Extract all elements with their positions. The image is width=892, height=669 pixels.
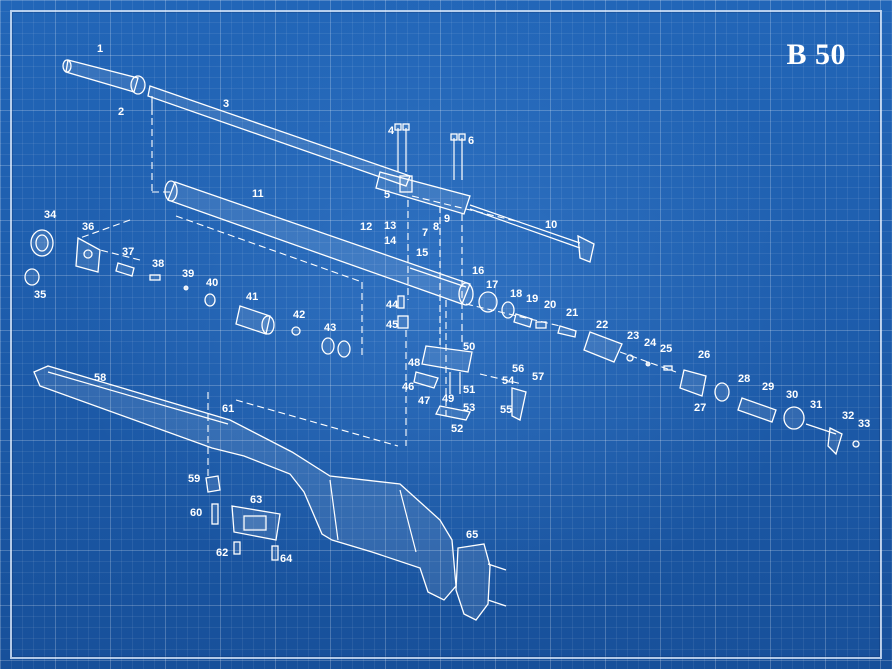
- label-part-49: 49: [442, 393, 454, 405]
- label-part-18: 18: [510, 288, 522, 300]
- label-part-17: 17: [486, 279, 498, 291]
- label-part-29: 29: [762, 381, 774, 393]
- label-part-59: 59: [188, 473, 200, 485]
- label-part-5: 5: [384, 189, 390, 201]
- label-part-13: 13: [384, 220, 396, 232]
- label-part-8: 8: [433, 221, 439, 233]
- label-part-61: 61: [222, 403, 234, 415]
- label-part-7: 7: [422, 227, 428, 239]
- label-part-3: 3: [223, 98, 229, 110]
- label-part-63: 63: [250, 494, 262, 506]
- label-part-12: 12: [360, 221, 372, 233]
- label-part-62: 62: [216, 547, 228, 559]
- label-part-34: 34: [44, 209, 57, 221]
- label-part-19: 19: [526, 293, 538, 305]
- label-part-10: 10: [545, 219, 557, 231]
- part-piston-assembly: [115, 262, 351, 358]
- part-trigger-block: [679, 369, 860, 456]
- blueprint-frame: [10, 10, 882, 659]
- label-part-58: 58: [94, 372, 106, 384]
- label-part-36: 36: [82, 221, 94, 233]
- label-part-15: 15: [416, 247, 428, 259]
- label-part-2: 2: [118, 106, 124, 118]
- label-part-35: 35: [34, 289, 46, 301]
- label-part-9: 9: [444, 213, 450, 225]
- label-part-21: 21: [566, 307, 578, 319]
- label-part-40: 40: [206, 277, 218, 289]
- label-part-48: 48: [408, 357, 420, 369]
- part-number-labels: 1 2 3 4 5 6 7 8 9 10 11 12 13 14 15 16 1…: [34, 43, 870, 565]
- part-barrel: [147, 85, 411, 187]
- label-part-55: 55: [500, 404, 512, 416]
- label-part-26: 26: [698, 349, 710, 361]
- label-part-46: 46: [402, 381, 414, 393]
- label-part-53: 53: [463, 402, 475, 414]
- label-part-44: 44: [386, 299, 399, 311]
- assembly-guide-lines: [79, 96, 677, 476]
- label-part-52: 52: [451, 423, 463, 435]
- label-part-45: 45: [386, 319, 398, 331]
- label-part-37: 37: [122, 246, 134, 258]
- label-part-51: 51: [463, 384, 475, 396]
- label-part-65: 65: [466, 529, 478, 541]
- label-part-31: 31: [810, 399, 822, 411]
- part-end-cap: [24, 229, 101, 286]
- label-part-47: 47: [418, 395, 430, 407]
- label-part-14: 14: [384, 235, 397, 247]
- label-part-4: 4: [388, 125, 395, 137]
- label-part-11: 11: [252, 188, 264, 200]
- diagram-title: B 50: [786, 38, 846, 71]
- label-part-43: 43: [324, 322, 336, 334]
- part-butt-pad: [455, 543, 491, 621]
- label-part-42: 42: [293, 309, 305, 321]
- label-part-28: 28: [738, 373, 750, 385]
- label-part-54: 54: [502, 375, 515, 387]
- label-part-6: 6: [468, 135, 474, 147]
- label-part-25: 25: [660, 343, 672, 355]
- part-muzzle-cap: [62, 59, 146, 95]
- label-part-1: 1: [97, 43, 103, 55]
- part-spring-guide-assembly: [478, 291, 673, 371]
- part-barrel-block: [375, 171, 471, 215]
- part-stock: [33, 365, 457, 601]
- label-part-23: 23: [627, 330, 639, 342]
- part-trigger-guard: [205, 475, 507, 607]
- part-trigger-mechanism: [397, 295, 527, 421]
- label-part-41: 41: [246, 291, 258, 303]
- label-part-33: 33: [858, 418, 870, 430]
- label-part-16: 16: [472, 265, 484, 277]
- label-part-60: 60: [190, 507, 202, 519]
- label-part-38: 38: [152, 258, 164, 270]
- label-part-56: 56: [512, 363, 524, 375]
- label-part-22: 22: [596, 319, 608, 331]
- label-part-57: 57: [532, 371, 544, 383]
- label-part-32: 32: [842, 410, 854, 422]
- label-part-20: 20: [544, 299, 556, 311]
- part-cocking-lever: [469, 204, 595, 263]
- label-part-39: 39: [182, 268, 194, 280]
- label-part-30: 30: [786, 389, 798, 401]
- label-part-50: 50: [463, 341, 475, 353]
- part-compression-tube: [164, 180, 474, 306]
- label-part-64: 64: [280, 553, 293, 565]
- label-part-24: 24: [644, 337, 657, 349]
- label-part-27: 27: [694, 402, 706, 414]
- part-screws-top: [394, 123, 466, 180]
